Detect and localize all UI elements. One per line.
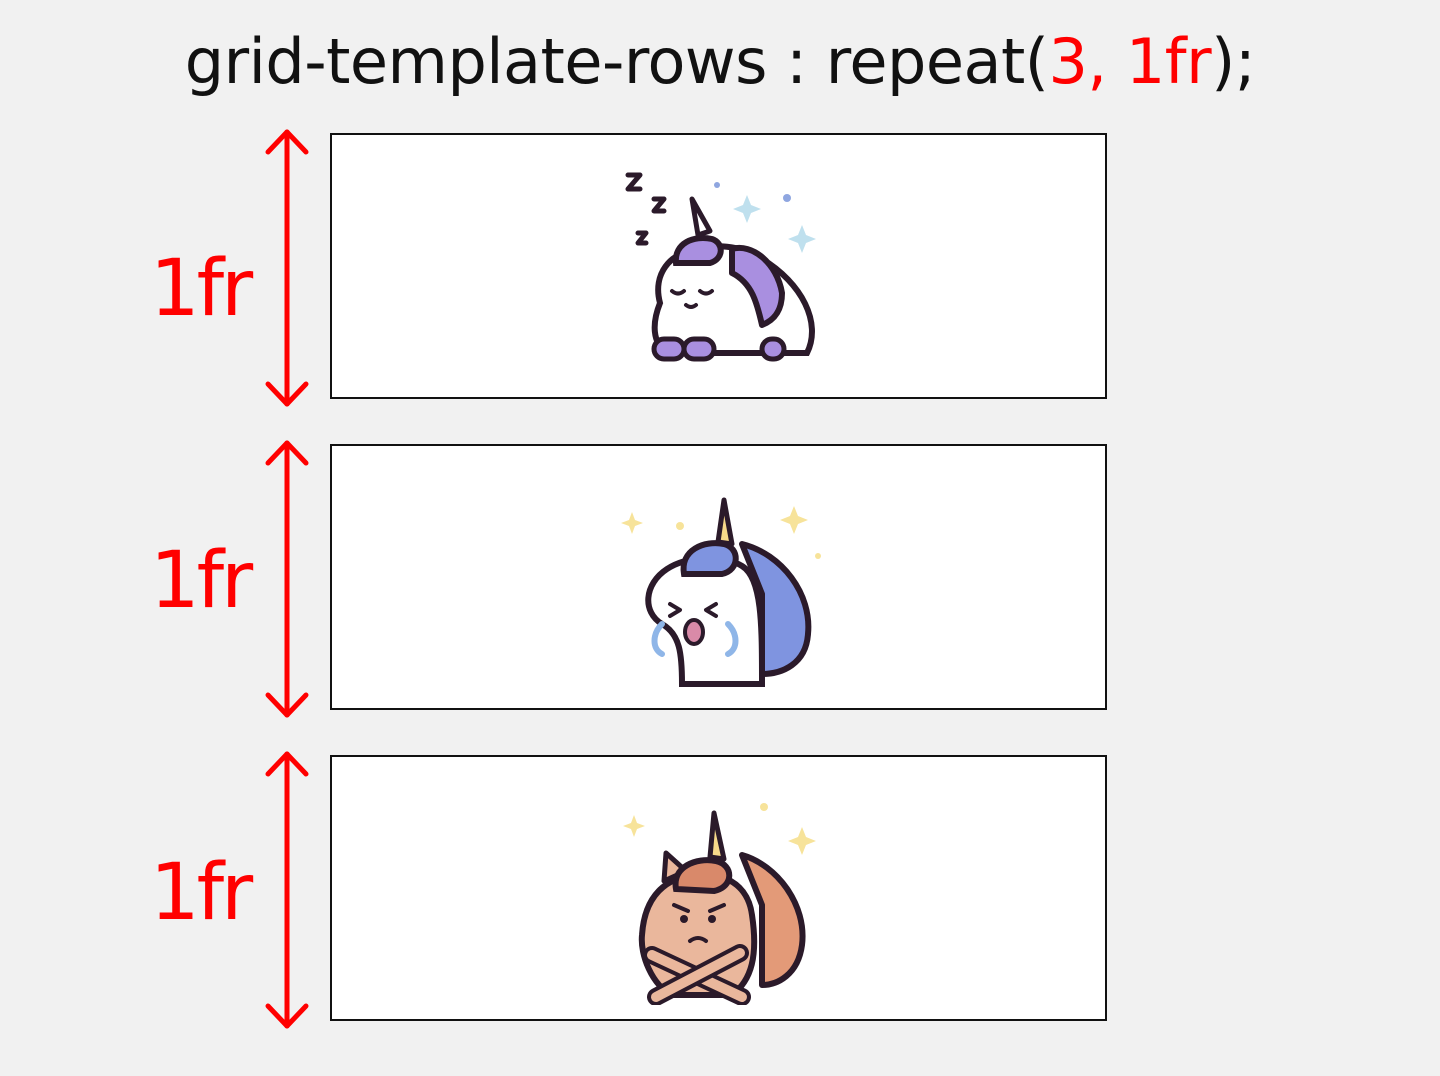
title-args: 3, 1fr xyxy=(1048,25,1212,98)
sleeping-unicorn-icon xyxy=(625,172,816,362)
row-2-size-label: 1fr xyxy=(150,536,253,626)
grid-row-2 xyxy=(330,444,1107,710)
angry-unicorn-icon xyxy=(623,803,816,1005)
row-1-size-label: 1fr xyxy=(150,244,253,334)
crying-unicorn-icon xyxy=(621,497,821,687)
grid-row-3 xyxy=(330,755,1107,1021)
title-suffix: ); xyxy=(1211,25,1256,98)
grid-row-1 xyxy=(330,133,1107,399)
row-1-height-arrow xyxy=(265,129,309,407)
row-2-height-arrow xyxy=(265,440,309,718)
row-3-size-label: 1fr xyxy=(150,848,253,938)
title-prefix: grid-template-rows : repeat( xyxy=(184,25,1049,98)
row-3-height-arrow xyxy=(265,751,309,1029)
code-title: grid-template-rows : repeat(3, 1fr); xyxy=(0,14,1440,110)
